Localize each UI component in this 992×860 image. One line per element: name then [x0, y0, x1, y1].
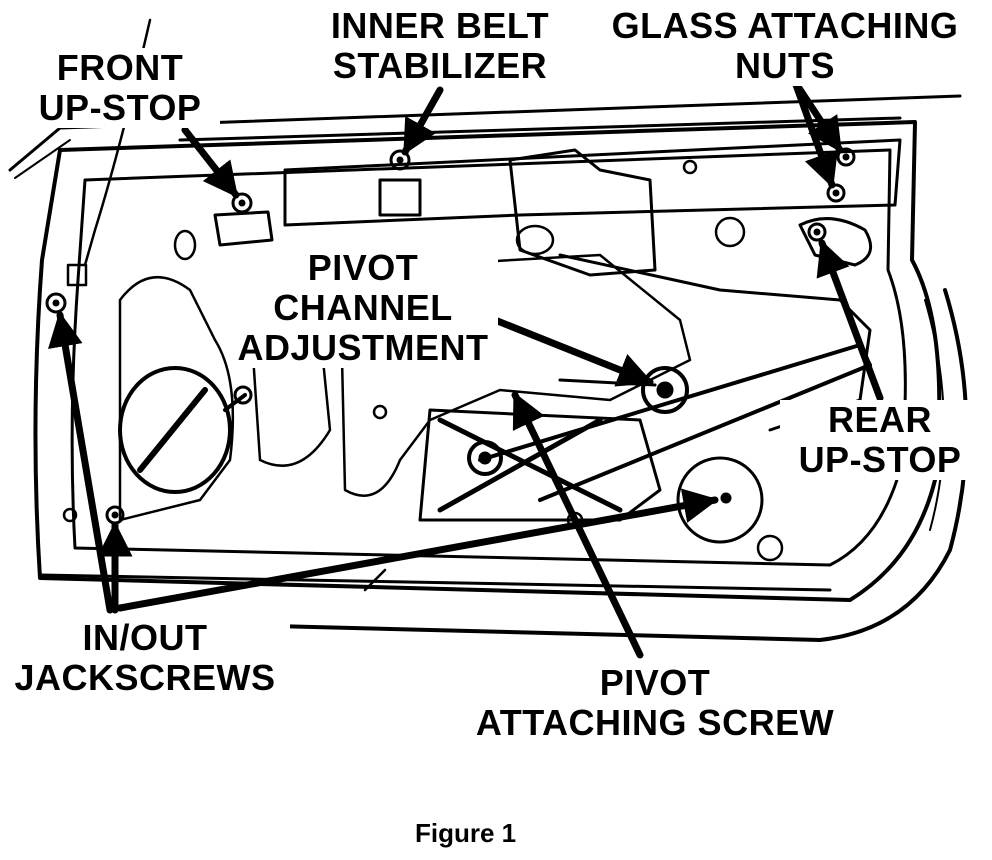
- glass-nut-upper: [836, 147, 856, 167]
- label-glass-attaching-nuts: GLASS ATTACHING NUTS: [600, 6, 970, 86]
- arrow-front-up-stop: [181, 126, 240, 199]
- arrow-rear-up-stop: [816, 239, 884, 402]
- regulator-scissor-b: [437, 417, 603, 513]
- label-inner-belt-stabilizer: INNER BELT STABILIZER: [320, 6, 560, 86]
- left-panel-cutout: [118, 275, 235, 522]
- label-pivot-attaching-screw: PIVOT ATTACHING SCREW: [455, 663, 855, 743]
- label-in-out-jackscrews: IN/OUT JACKSCREWS: [0, 618, 290, 698]
- rear-up-stop-bracket: [798, 217, 873, 267]
- arrow-jackscrew-upper: [48, 311, 114, 614]
- regulator-frame: [418, 408, 662, 522]
- door-outer-panel: [33, 120, 942, 602]
- figure-caption: Figure 1: [415, 818, 517, 848]
- window-glass-edge: [8, 94, 962, 172]
- regulator-scissor-a: [437, 417, 623, 513]
- arrow-jackscrew-motor: [116, 488, 719, 612]
- regulator-pivot: [467, 440, 503, 476]
- belt-line: [178, 116, 902, 142]
- speaker-opening-stripe: [137, 387, 208, 473]
- motor-housing: [676, 456, 764, 544]
- label-rear-up-stop: REAR UP-STOP: [780, 400, 980, 480]
- arrow-inner-belt-stabilizer: [401, 86, 444, 156]
- window-glass-edge-inner: [14, 139, 71, 179]
- label-pivot-channel-adjustment: PIVOT CHANNEL ADJUSTMENT: [228, 248, 498, 368]
- center-stamping: [338, 253, 692, 497]
- front-up-stop-bracket: [213, 210, 274, 247]
- label-front-up-stop: FRONT UP-STOP: [20, 48, 220, 128]
- arrow-glass-nut-lower: [791, 78, 838, 189]
- door-edge-curve: [38, 288, 969, 642]
- upper-channel-frame: [283, 138, 902, 227]
- belt-stabilizer-block: [378, 178, 422, 217]
- pivot-channel-nut: [641, 366, 689, 414]
- door-bottom-sill: [38, 573, 832, 592]
